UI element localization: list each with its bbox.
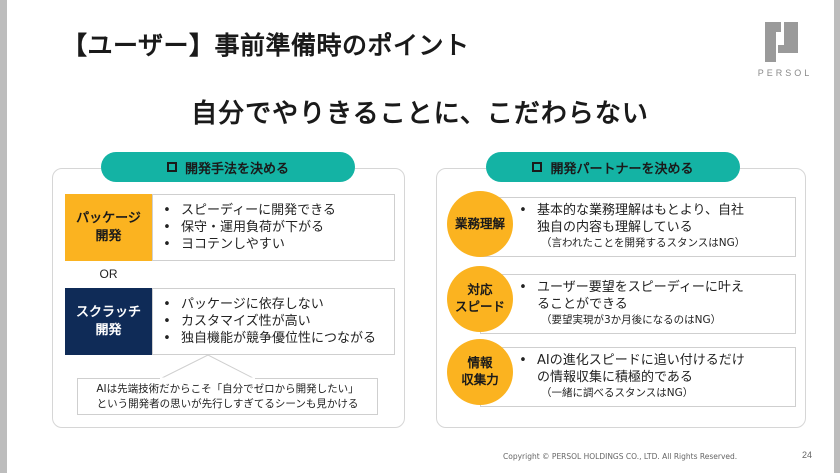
scratch-dev-label: スクラッチ 開発	[65, 288, 152, 355]
package-dev-benefits: •スピーディーに開発できる •保守・運用負荷が下がる •ヨコテンしやすい	[152, 194, 395, 261]
right-edge-bar	[834, 0, 840, 473]
list-item: •カスタマイズ性が高い	[163, 314, 311, 329]
list-item: •保守・運用負荷が下がる	[163, 220, 325, 235]
checkbox-icon	[532, 162, 543, 172]
dev-method-header: 開発手法を決める	[101, 152, 355, 182]
business-understanding-box: •基本的な業務理解はもとより、自社 独自の内容も理解している （言われたことを開…	[480, 197, 796, 257]
response-speed-badge: 対応 スピード	[447, 266, 513, 332]
package-dev-label: パッケージ 開発	[65, 194, 152, 261]
response-speed-box: •ユーザー要望をスピーディーに叶え ることができる （要望実現が3か月後になるの…	[480, 274, 796, 334]
callout-note: AIは先端技術だからこそ「自分でゼロから開発したい」 という開発者の思いが先行し…	[77, 378, 378, 415]
callout-line-2: という開発者の思いが先行しすぎてるシーンも見かける	[96, 398, 359, 410]
list-item: •ヨコテンしやすい	[163, 237, 285, 252]
slide-subtitle: 自分でやりきることに、こだわらない	[191, 99, 649, 129]
slide-title: 【ユーザー】事前準備時のポイント	[62, 31, 470, 60]
list-item: •独自機能が競争優位性につながる	[163, 331, 377, 346]
left-edge-bar	[0, 0, 7, 473]
page-number: 24	[802, 450, 813, 460]
callout-tail	[159, 355, 256, 379]
checkbox-icon	[166, 162, 177, 172]
info-gathering-badge: 情報 収集力	[447, 339, 513, 405]
info-gathering-box: •AIの進化スピードに追い付けるだけ の情報収集に積極的である （一緒に調べるス…	[480, 347, 796, 407]
or-separator: OR	[99, 267, 118, 281]
callout-line-1: AIは先端技術だからこそ「自分でゼロから開発したい」	[96, 383, 359, 395]
scratch-dev-benefits: •パッケージに依存しない •カスタマイズ性が高い •独自機能が競争優位性につなが…	[152, 288, 395, 355]
copyright-footer: Copyright © PERSOL HOLDINGS CO., LTD. Al…	[503, 452, 738, 461]
dev-partner-header: 開発パートナーを決める	[486, 152, 740, 182]
logo-text: PERSOL	[757, 68, 813, 78]
business-understanding-badge: 業務理解	[447, 191, 513, 257]
list-item: •パッケージに依存しない	[163, 297, 324, 312]
list-item: •スピーディーに開発できる	[163, 203, 336, 218]
persol-logo-icon	[765, 22, 798, 62]
dev-partner-header-label: 開発パートナーを決める	[550, 161, 694, 177]
dev-method-header-label: 開発手法を決める	[184, 161, 289, 177]
persol-logo: PERSOL	[755, 18, 815, 80]
